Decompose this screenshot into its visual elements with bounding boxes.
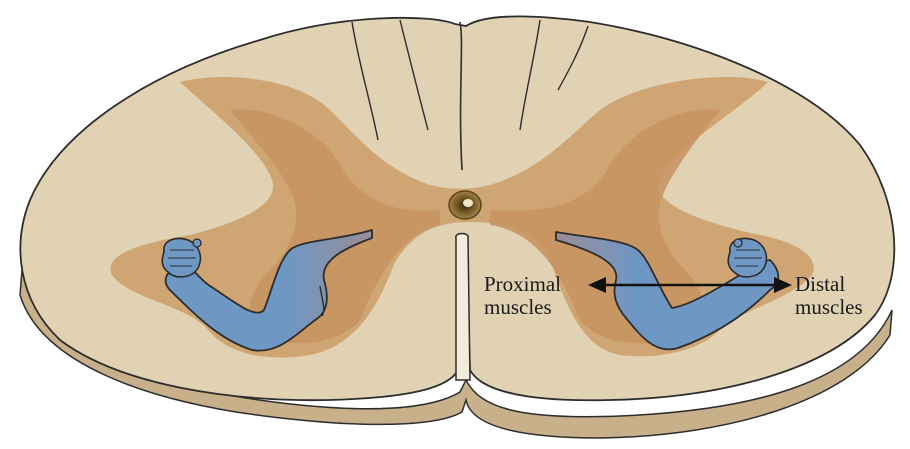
distal-muscles-label: Distal muscles (795, 273, 863, 319)
ventral-fissure (456, 234, 470, 381)
proximal-label-line-2: muscles (484, 296, 561, 319)
proximal-label-line-1: Proximal (484, 273, 561, 296)
proximal-muscles-label: Proximal muscles (484, 273, 561, 319)
distal-label-line-1: Distal (795, 273, 863, 296)
central-canal (449, 191, 481, 219)
distal-label-line-2: muscles (795, 296, 863, 319)
